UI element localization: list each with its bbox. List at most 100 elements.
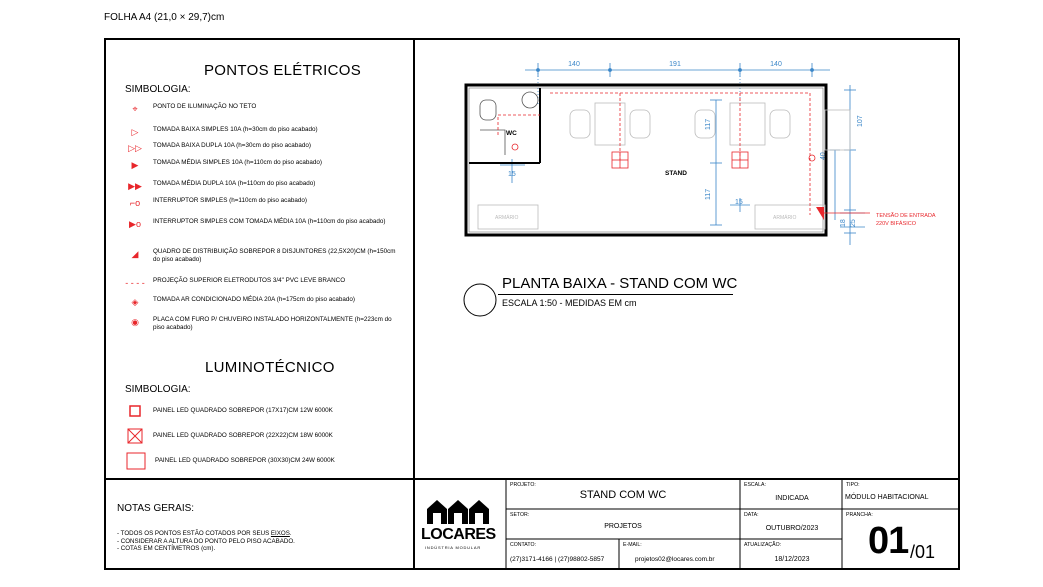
dim-top-1: 140 [568, 61, 580, 68]
distribution-board-icon: ◢ [131, 249, 139, 259]
medium-double-outlet-icon: ▶▶ [128, 181, 142, 191]
plan-subtitle: ESCALA 1:50 - MEDIDAS EM cm [502, 298, 637, 308]
plan-marker-circle [463, 283, 497, 317]
logo-name: LOCARES [421, 526, 496, 543]
email-label: E-MAIL: [623, 542, 642, 548]
dim-18: 18 [840, 219, 847, 227]
dim-top-3: 140 [770, 61, 782, 68]
contato-label: CONTATO: [510, 542, 536, 548]
legend-item: ◢ QUADRO DE DISTRIBUIÇÃO SOBREPOR 8 DISJU… [125, 248, 403, 264]
floor-plan-drawing: 140 191 140 117 117 107 15 15 18 25 40 W… [464, 61, 936, 245]
led-panel-22-icon [125, 428, 145, 444]
legend-item: ▶o INTERRUPTOR SIMPLES COM TOMADA MÉDIA 1… [125, 218, 403, 230]
tipo-label: TIPO: [846, 482, 860, 488]
atualizacao-label: ATUALIZAÇÃO: [744, 542, 782, 548]
ceiling-light-point-icon: ⌖ [132, 104, 138, 114]
note-line: - TODOS OS PONTOS ESTÃO COTADOS POR SEUS… [117, 530, 292, 537]
legend-text: TOMADA BAIXA SIMPLES 10A (h=30cm do piso… [153, 126, 318, 133]
dim-107: 107 [857, 115, 864, 127]
medium-single-outlet-icon: ▶ [131, 160, 139, 170]
escala-value: INDICADA [775, 495, 809, 502]
prancha-value: 01 [868, 520, 909, 562]
dim-117a: 117 [705, 119, 712, 130]
legend-text: PROJEÇÃO SUPERIOR ELETRODUTOS 3/4" PVC L… [153, 277, 346, 284]
legend-item: ⌖ PONTO DE ILUMINAÇÃO NO TETO [125, 103, 403, 115]
prancha-label: PRANCHA: [846, 512, 873, 518]
sheet-size-label: FOLHA A4 (21,0 × 29,7)cm [104, 12, 225, 23]
dim-15a: 15 [508, 171, 516, 178]
legend-text: INTERRUPTOR SIMPLES COM TOMADA MÉDIA 10A… [153, 218, 386, 225]
legend-item: PAINEL LED QUADRADO SOBREPOR (22X22)CM 1… [125, 428, 403, 444]
note-line: - CONSIDERAR A ALTURA DO PONTO PELO PISO… [117, 537, 295, 545]
projeto-label: PROJETO: [510, 482, 536, 488]
vertical-divider [413, 38, 415, 570]
legend-text: TOMADA BAIXA DUPLA 10A (h=30cm do piso a… [153, 142, 311, 149]
legend-text: PAINEL LED QUADRADO SOBREPOR (30X30)CM 2… [155, 457, 335, 464]
low-single-outlet-icon: ▷ [131, 127, 139, 137]
legend-text: PONTO DE ILUMINAÇÃO NO TETO [153, 103, 257, 110]
dim-15b: 15 [735, 199, 743, 206]
notes-body: - TODOS OS PONTOS ESTÃO COTADOS POR SEUS… [117, 530, 295, 553]
shower-plate-icon: ◉ [131, 317, 139, 327]
legend-text: TOMADA MÉDIA SIMPLES 10A (h=110cm do pis… [153, 159, 322, 166]
contato-value: (27)3171-4166 | (27)98802-5857 [510, 556, 605, 563]
legend-item: ⌐o INTERRUPTOR SIMPLES (h=110cm do piso a… [125, 197, 403, 209]
low-double-outlet-icon: ▷▷ [128, 143, 142, 153]
plan-title: PLANTA BAIXA - STAND COM WC [502, 275, 738, 292]
dim-40: 40 [820, 152, 827, 160]
notes-title: NOTAS GERAIS: [117, 503, 195, 514]
legend-item: ▷▷ TOMADA BAIXA DUPLA 10A (h=30cm do piso… [125, 142, 403, 154]
setor-label: SETOR: [510, 512, 530, 518]
cabinet-right: ARMÁRIO [773, 214, 796, 221]
dim-25: 25 [850, 219, 857, 227]
escala-label: ESCALA: [744, 482, 766, 488]
logo-sub: INDÚSTRIA MODULAR [425, 545, 482, 550]
legend-item: ▷ TOMADA BAIXA SIMPLES 10A (h=30cm do pis… [125, 126, 403, 138]
legend-item: PAINEL LED QUADRADO SOBREPOR (17X17)CM 1… [125, 405, 403, 417]
legend-text: INTERRUPTOR SIMPLES (h=110cm do piso aca… [153, 197, 307, 204]
tension-note-line1: TENSÃO DE ENTRADA [876, 212, 936, 219]
data-value: OUTUBRO/2023 [765, 525, 819, 532]
drawing-frame [104, 38, 960, 570]
legend-text: PAINEL LED QUADRADO SOBREPOR (22X22)CM 1… [153, 432, 333, 439]
lighting-title: LUMINOTÉCNICO [205, 359, 335, 376]
conduit-projection-icon: - - - - [125, 278, 145, 288]
legend-item: ◉ PLACA COM FURO P/ CHUVEIRO INSTALADO HO… [125, 316, 403, 332]
legend-text: QUADRO DE DISTRIBUIÇÃO SOBREPOR 8 DISJUN… [153, 248, 396, 263]
led-panel-30-icon [125, 452, 147, 470]
note-line: - COTAS EM CENTÍMETROS (cm). [117, 545, 216, 553]
room-stand: STAND [665, 170, 687, 177]
electrical-title: PONTOS ELÉTRICOS [204, 62, 362, 79]
locares-logo-icon [427, 500, 489, 524]
legend-text: PAINEL LED QUADRADO SOBREPOR (17X17)CM 1… [153, 407, 333, 414]
legend-text: TOMADA MÉDIA DUPLA 10A (h=110cm do piso … [153, 180, 316, 187]
legend-text: PLACA COM FURO P/ CHUVEIRO INSTALADO HOR… [153, 316, 392, 331]
cabinet-left: ARMÁRIO [495, 214, 518, 221]
data-label: DATA: [744, 512, 759, 518]
atualizacao-value: 18/12/2023 [774, 556, 810, 563]
lighting-simbologia: SIMBOLOGIA: [125, 384, 191, 395]
legend-item: - - - - PROJEÇÃO SUPERIOR ELETRODUTOS 3/4… [125, 277, 403, 289]
legend-item: PAINEL LED QUADRADO SOBREPOR (30X30)CM 2… [125, 452, 405, 470]
title-block-divider [414, 478, 960, 480]
email-value: projetos02@locares.com.br [635, 556, 715, 563]
ac-outlet-icon: ◈ [131, 297, 139, 307]
dim-top-2: 191 [669, 61, 681, 68]
legend-item: ▶ TOMADA MÉDIA SIMPLES 10A (h=110cm do pi… [125, 159, 403, 171]
room-wc: WC [506, 130, 517, 137]
simple-switch-icon: ⌐o [129, 198, 141, 208]
title-block-grid [505, 479, 960, 570]
projeto-value: STAND COM WC [579, 489, 667, 501]
tipo-value: MÓDULO HABITACIONAL [845, 494, 929, 501]
legend-text: TOMADA AR CONDICIONADO MÉDIA 20A (h=175c… [153, 296, 355, 303]
legend-item: ◈ TOMADA AR CONDICIONADO MÉDIA 20A (h=175… [125, 296, 403, 308]
switch-with-outlet-icon: ▶o [129, 219, 141, 229]
led-panel-17-icon [125, 405, 145, 417]
electrical-simbologia: SIMBOLOGIA: [125, 84, 191, 95]
plan-title-underline [498, 294, 733, 295]
notes-divider [104, 478, 414, 480]
prancha-total: /01 [910, 542, 936, 562]
setor-value: PROJETOS [604, 523, 642, 530]
tension-note-line2: 220V BIFÁSICO [876, 220, 917, 227]
legend-item: ▶▶ TOMADA MÉDIA DUPLA 10A (h=110cm do pis… [125, 180, 403, 192]
